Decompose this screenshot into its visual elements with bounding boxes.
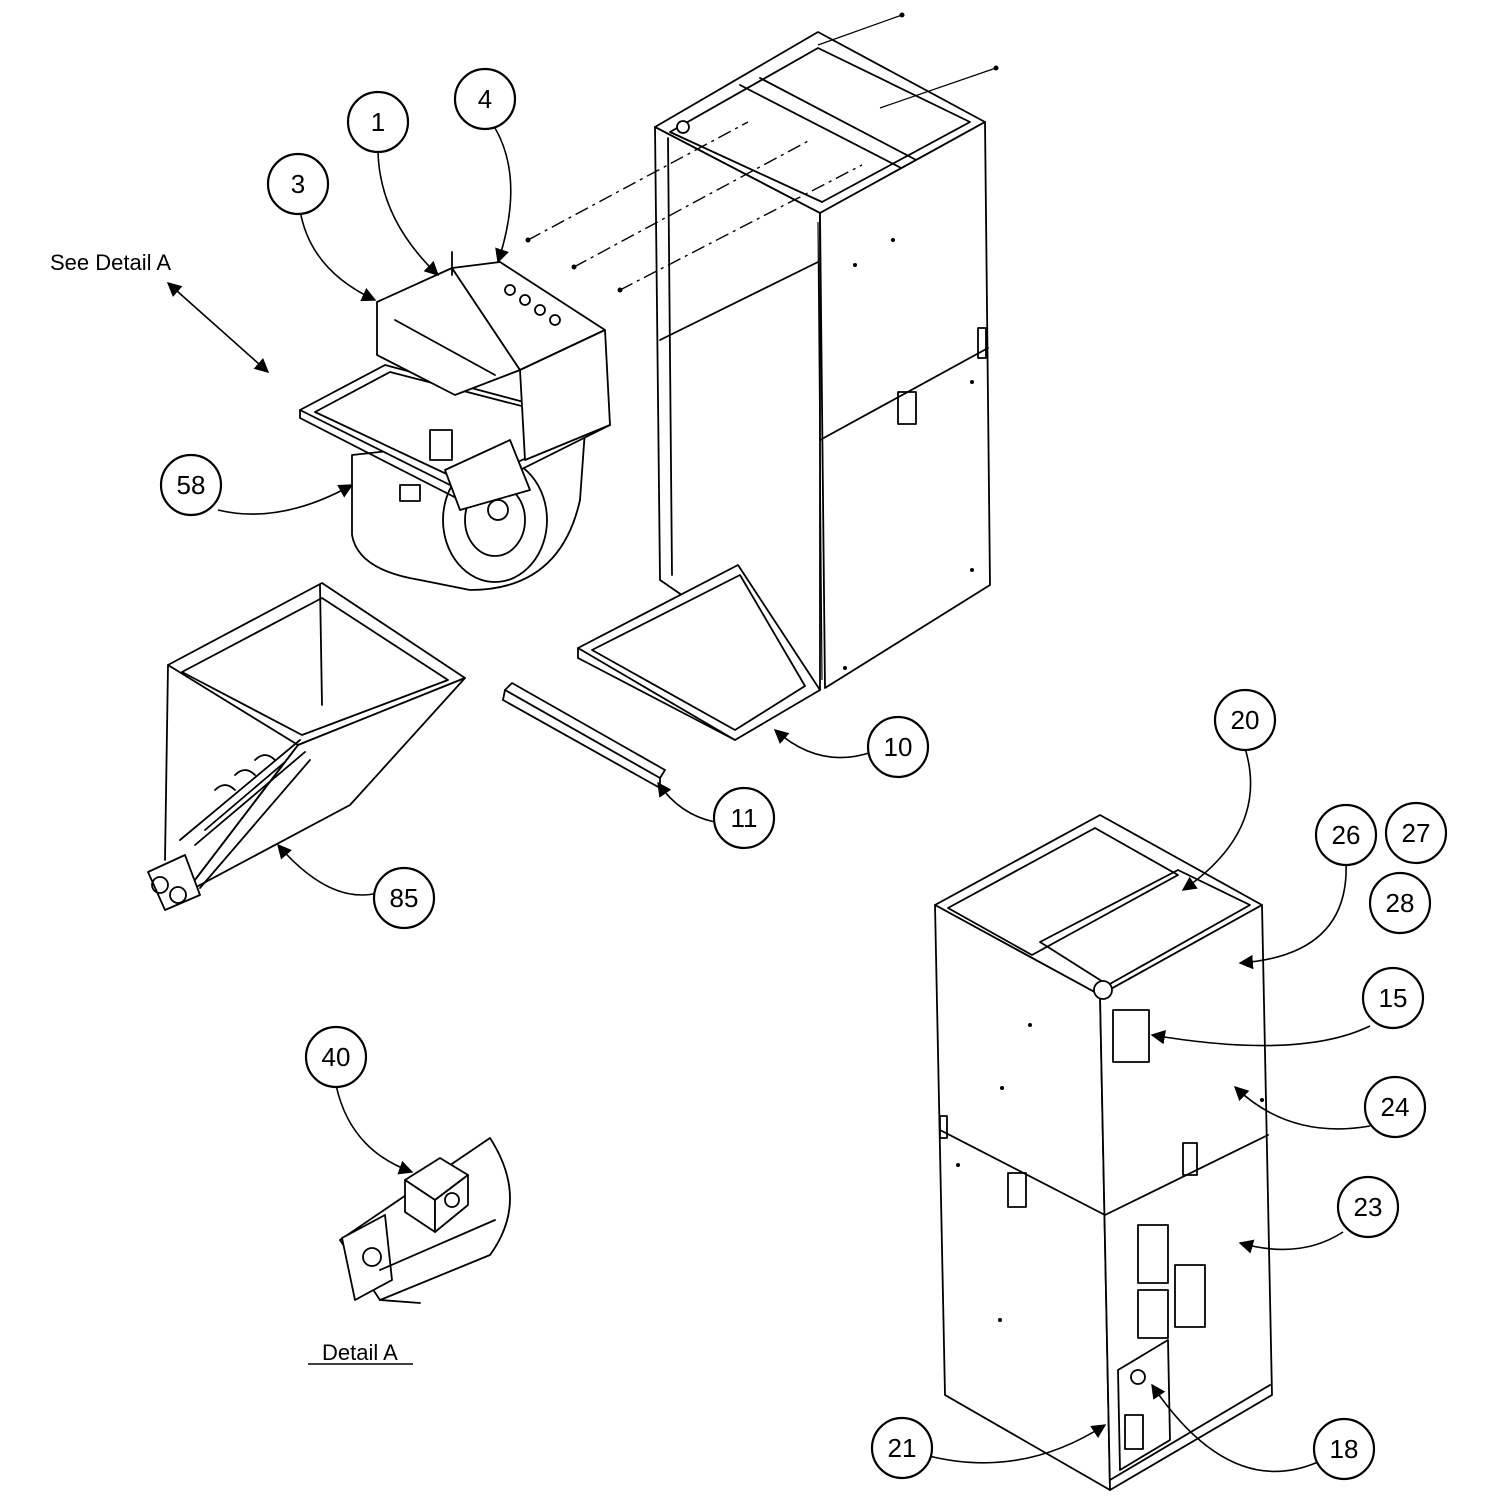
screw-lines	[525, 12, 999, 293]
svg-text:10: 10	[884, 732, 913, 762]
callout-18: 18	[1312, 1417, 1376, 1481]
svg-text:27: 27	[1402, 818, 1431, 848]
callout-4: 4	[453, 67, 517, 131]
detail-a-title: Detail A	[322, 1340, 398, 1365]
callout-40: 40	[304, 1025, 368, 1089]
svg-text:26: 26	[1332, 820, 1361, 850]
callout-27: 27	[1384, 801, 1448, 865]
svg-text:28: 28	[1386, 888, 1415, 918]
callout-11: 11	[712, 786, 776, 850]
filter-rail	[502, 682, 666, 789]
callout-26: 26	[1314, 803, 1378, 867]
upper-cabinet	[577, 31, 991, 741]
callout-21: 21	[870, 1416, 934, 1480]
callout-20: 20	[1213, 688, 1277, 752]
callout-10: 10	[866, 715, 930, 779]
svg-text:20: 20	[1231, 705, 1260, 735]
callout-15: 15	[1361, 966, 1425, 1030]
svg-text:15: 15	[1379, 983, 1408, 1013]
svg-text:11: 11	[731, 803, 758, 833]
svg-text:1: 1	[371, 107, 385, 137]
callout-24: 24	[1363, 1075, 1427, 1139]
svg-text:21: 21	[888, 1433, 917, 1463]
callout-23: 23	[1336, 1175, 1400, 1239]
evaporator-coil	[147, 582, 466, 911]
svg-text:85: 85	[390, 883, 419, 913]
svg-text:23: 23	[1354, 1192, 1383, 1222]
detail-a-drawing	[339, 1137, 511, 1304]
svg-text:40: 40	[322, 1042, 351, 1072]
callout-3: 3	[266, 152, 330, 216]
assembled-cabinet	[934, 814, 1273, 1491]
blower-assembly	[299, 251, 611, 591]
svg-text:24: 24	[1381, 1092, 1410, 1122]
callout-85: 85	[372, 866, 436, 930]
svg-text:18: 18	[1330, 1434, 1359, 1464]
svg-text:3: 3	[291, 169, 305, 199]
svg-text:4: 4	[478, 84, 492, 114]
callout-58: 58	[159, 453, 223, 517]
callout-28: 28	[1368, 871, 1432, 935]
callout-1: 1	[346, 90, 410, 154]
see-detail-label: See Detail A	[50, 250, 171, 275]
leader-lines	[166, 127, 1371, 1473]
svg-text:58: 58	[177, 470, 206, 500]
